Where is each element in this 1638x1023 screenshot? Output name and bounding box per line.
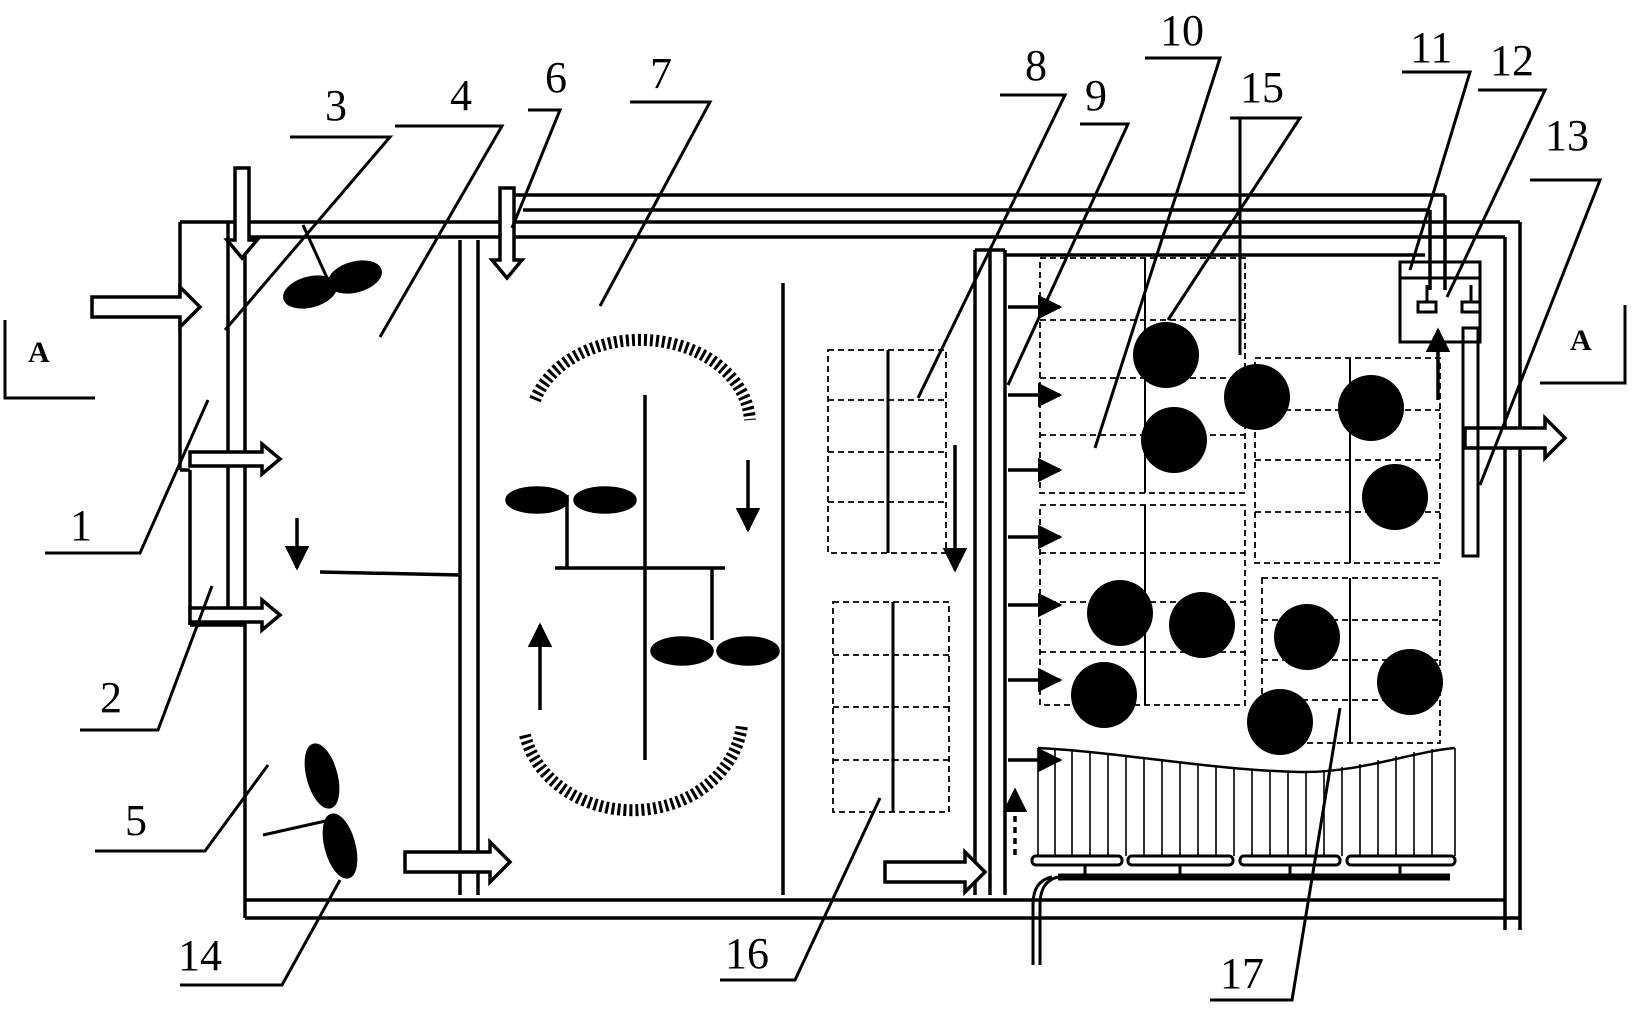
inlet-arrow-left [90, 282, 203, 332]
number-labels: 1 2 3 4 5 6 7 8 9 10 15 11 12 13 14 16 1… [70, 6, 1589, 998]
label-2: 2 [100, 673, 122, 722]
agitator-14 [262, 743, 358, 879]
label-16: 16 [725, 929, 769, 978]
inlet-arrow-down-6 [488, 186, 526, 281]
label-10: 10 [1160, 6, 1204, 55]
label-9: 9 [1085, 71, 1107, 120]
label-17: 17 [1220, 949, 1264, 998]
agitator-3 [283, 224, 382, 309]
partitions [319, 240, 1425, 895]
mixer-7 [505, 333, 780, 817]
label-12: 12 [1490, 36, 1534, 85]
outlet-weir [1398, 260, 1482, 558]
air-arrow-bottom [883, 847, 988, 897]
label-11: 11 [1410, 23, 1452, 72]
label-3: 3 [325, 81, 347, 130]
label-8: 8 [1025, 41, 1047, 90]
media-hangers [886, 350, 895, 812]
label-1: 1 [70, 501, 92, 550]
label-7: 7 [650, 49, 672, 98]
label-5: 5 [125, 796, 147, 845]
inlet-arrow-down-3 [223, 166, 261, 261]
tank-walls [178, 220, 1522, 930]
section-mark-left: A [28, 336, 50, 369]
transfer-arrow-bottom [403, 837, 513, 887]
label-13: 13 [1545, 111, 1589, 160]
top-pipe [508, 193, 1447, 290]
label-6: 6 [545, 53, 567, 102]
inlet-arrow-lower [188, 596, 283, 634]
aeration-pipe [1030, 854, 1457, 965]
section-mark-lines [3, 305, 1627, 400]
suspended-media-balls [1071, 322, 1443, 755]
label-14: 14 [178, 931, 222, 980]
outlet-arrow [1463, 413, 1568, 463]
label-15: 15 [1240, 63, 1284, 112]
inlet-arrow-upper [188, 440, 283, 478]
label-4: 4 [450, 71, 472, 120]
section-mark-right: A [1570, 324, 1592, 357]
flow-arrows [284, 294, 1451, 855]
fiber-bundle [1037, 746, 1456, 856]
inlet-arrows [90, 166, 1568, 897]
leader-lines [45, 56, 1603, 1002]
